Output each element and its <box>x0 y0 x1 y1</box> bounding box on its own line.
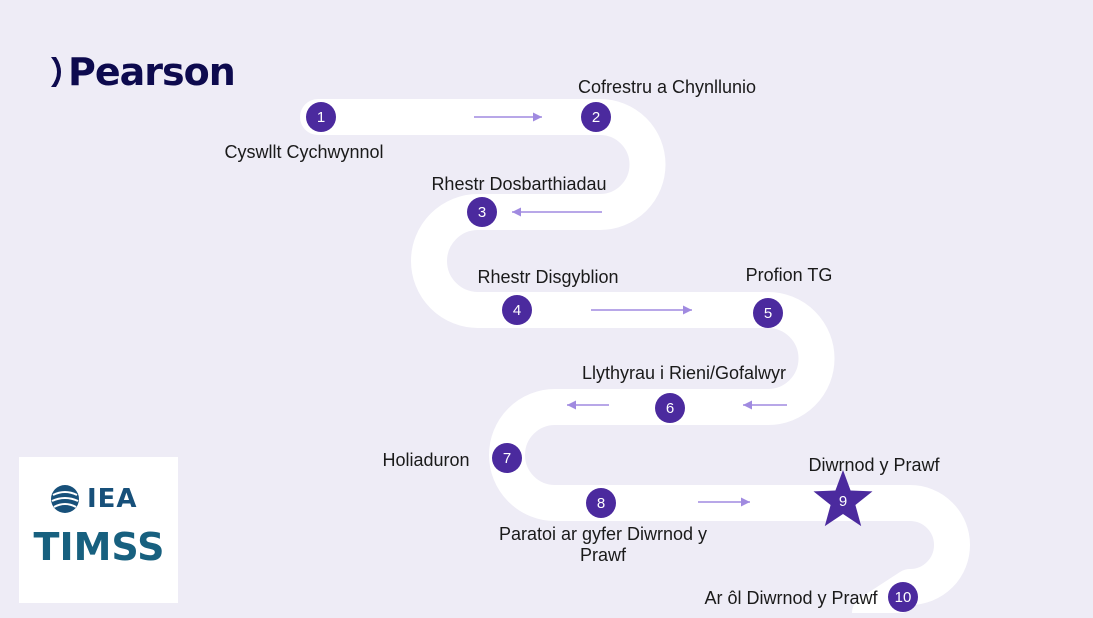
timss-wordmark: TIMSS <box>33 525 165 569</box>
pearson-mark-icon <box>51 57 61 87</box>
iea-wordmark: IEA <box>87 484 138 514</box>
step-10-label: Ar ôl Diwrnod y Prawf <box>704 588 878 608</box>
step-number: 1 <box>317 109 325 126</box>
step-2-marker: 2 <box>581 102 611 132</box>
step-7-marker: 7 <box>492 443 522 473</box>
winding-road <box>300 99 970 618</box>
step-6-label: Llythyrau i Rieni/Gofalwyr <box>582 363 786 383</box>
step-number: 9 <box>839 493 847 510</box>
step-9-marker: 9 <box>813 470 873 527</box>
step-number: 6 <box>666 400 674 417</box>
timss-logo: IEA TIMSS <box>19 457 178 603</box>
step-7-label: Holiaduron <box>382 450 469 470</box>
step-circle <box>753 298 783 328</box>
step-circle <box>492 443 522 473</box>
step-number: 7 <box>503 450 511 467</box>
step-circle <box>306 102 336 132</box>
step-1-marker: 1 <box>306 102 336 132</box>
step-5-label: Profion TG <box>746 265 833 285</box>
pearson-wordmark: Pearson <box>68 50 236 94</box>
step-4-label: Rhestr Disgyblion <box>477 267 618 287</box>
step-1-label: Cyswllt Cychwynnol <box>224 142 383 162</box>
direction-arrows <box>474 112 787 507</box>
step-number: 3 <box>478 204 486 221</box>
step-circle <box>581 102 611 132</box>
step-circle <box>655 393 685 423</box>
step-number: 5 <box>764 305 772 322</box>
step-6-marker: 6 <box>655 393 685 423</box>
step-number: 8 <box>597 495 605 512</box>
globe-icon <box>51 485 79 513</box>
step-8-marker: 8 <box>586 488 616 518</box>
step-circle <box>502 295 532 325</box>
step-number: 4 <box>513 302 521 319</box>
pearson-logo: Pearson <box>48 50 236 94</box>
step-number: 2 <box>592 109 600 126</box>
step-number: 10 <box>895 589 912 606</box>
step-2-label: Cofrestru a Chynllunio <box>578 77 756 97</box>
step-5-marker: 5 <box>753 298 783 328</box>
step-10-marker: 10 <box>888 582 918 612</box>
step-9-label: Diwrnod y Prawf <box>808 455 940 475</box>
step-circle <box>467 197 497 227</box>
step-4-marker: 4 <box>502 295 532 325</box>
step-3-marker: 3 <box>467 197 497 227</box>
iea-row: IEA <box>49 483 138 515</box>
step-circle <box>586 488 616 518</box>
step-circle <box>888 582 918 612</box>
step-3-label: Rhestr Dosbarthiadau <box>431 174 606 194</box>
star-icon <box>813 470 873 527</box>
